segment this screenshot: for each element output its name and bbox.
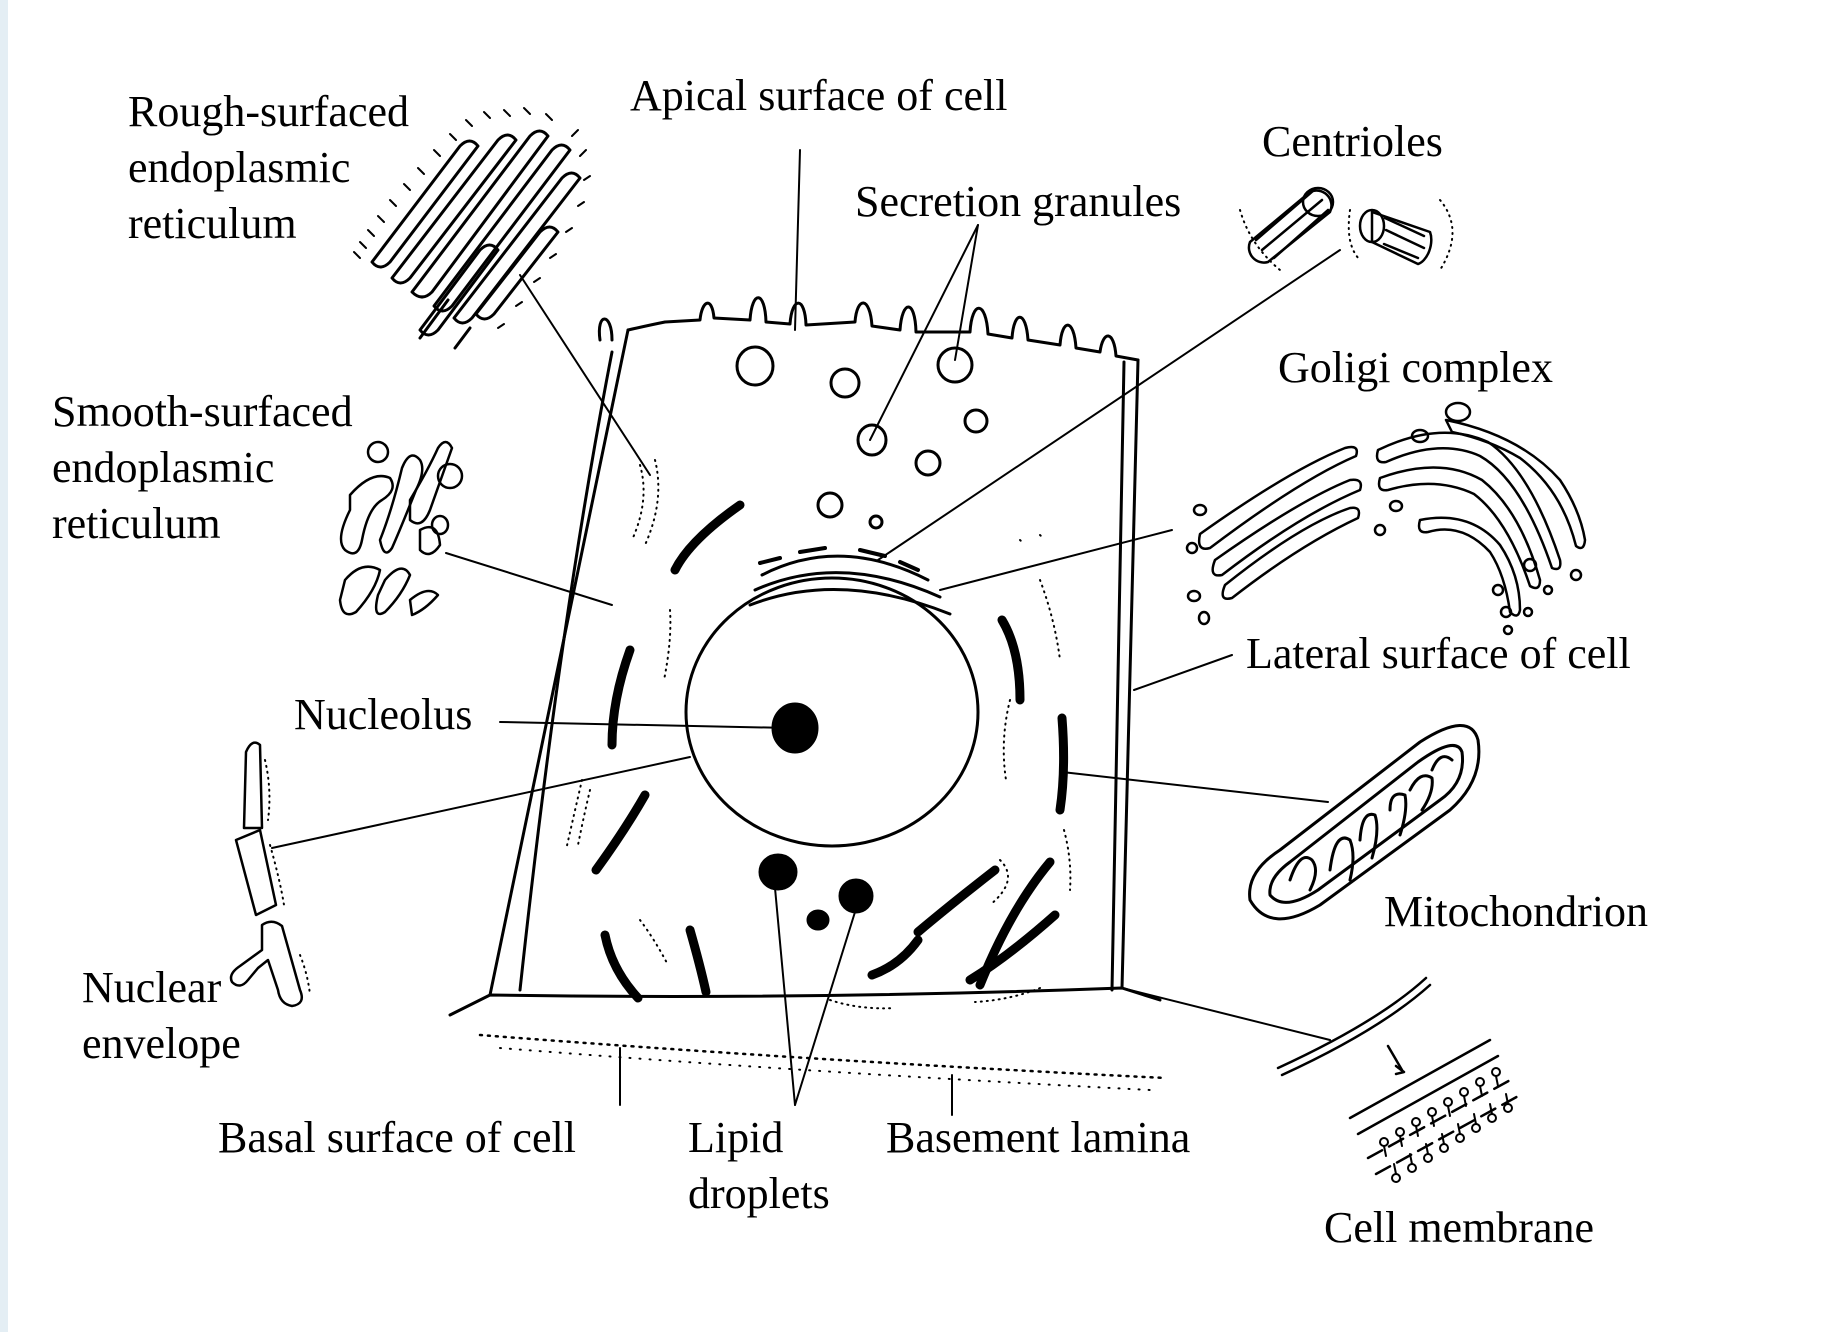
label-rough-er-line1: Rough-surfaced [128,84,409,140]
cell-membrane-detail [1278,978,1522,1182]
label-basement-lamina: Basement lamina [886,1110,1190,1166]
label-basal-surface: Basal surface of cell [218,1110,576,1166]
label-lipid-line1: Lipid [688,1110,830,1166]
label-golgi-complex: Goligi complex [1278,340,1553,396]
label-cell-membrane: Cell membrane [1324,1200,1594,1256]
label-secretion-granules: Secretion granules [855,174,1181,230]
golgi-detail [1187,403,1585,634]
label-rough-er: Rough-surfaced endoplasmic reticulum [128,84,409,252]
secretion-granules [737,347,987,528]
label-smooth-er: Smooth-surfaced endoplasmic reticulum [52,384,353,552]
label-lipid-line2: droplets [688,1166,830,1222]
label-centrioles: Centrioles [1262,114,1443,170]
label-apical-surface: Apical surface of cell [630,68,1007,124]
leader-lines [272,150,1340,1115]
label-mitochondrion: Mitochondrion [1384,884,1648,940]
label-smooth-er-line3: reticulum [52,496,353,552]
nuclear-envelope-detail [231,743,302,1006]
label-nuclear-envelope: Nuclear envelope [82,960,241,1072]
label-smooth-er-line1: Smooth-surfaced [52,384,353,440]
golgi-in-cell [750,548,950,614]
label-nucleolus: Nucleolus [294,687,472,743]
label-lateral-surface: Lateral surface of cell [1246,626,1631,682]
label-rough-er-line2: endoplasmic [128,140,409,196]
label-nuclear-envelope-line1: Nuclear [82,960,241,1016]
label-nuclear-envelope-line2: envelope [82,1016,241,1072]
label-lipid-droplets: Lipid droplets [688,1110,830,1222]
nucleus [686,578,978,846]
centrioles-detail [1249,188,1431,264]
label-rough-er-line3: reticulum [128,196,409,252]
cell-outline [450,298,1160,1015]
label-smooth-er-line2: endoplasmic [52,440,353,496]
smooth-er-detail [340,442,462,615]
basement-lamina [480,1035,1165,1078]
